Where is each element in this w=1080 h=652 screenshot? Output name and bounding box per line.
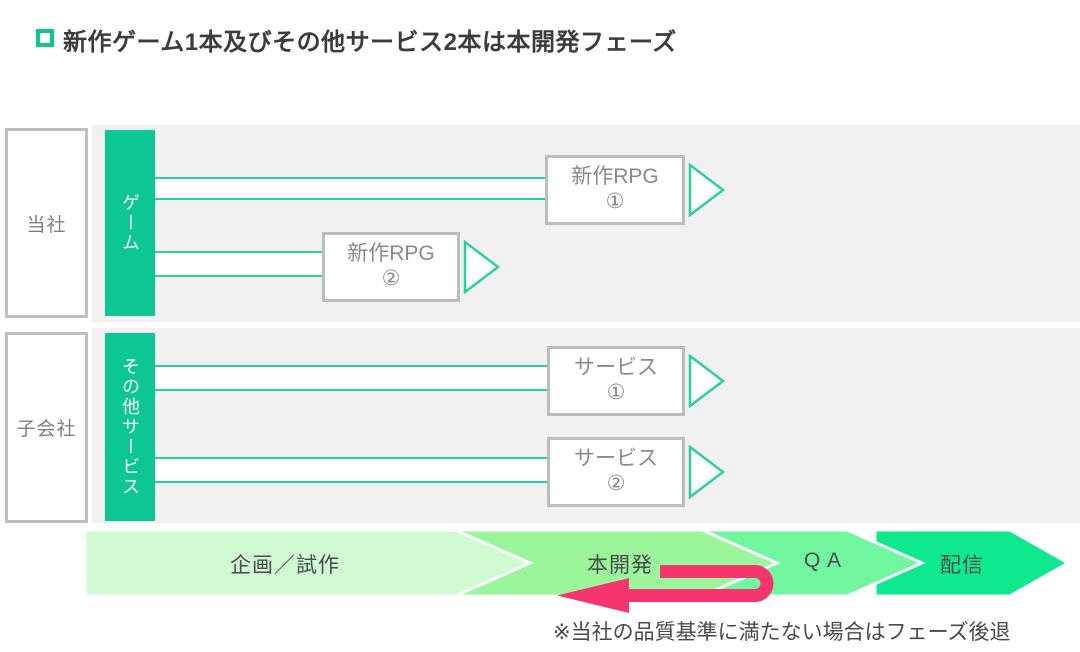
project-box-service2: サービス ② [547,437,685,507]
project-box-rpg1: 新作RPG ① [545,155,685,225]
phase-label-planning: 企画／試作 [230,554,340,577]
entity-label-company: 当社 [26,214,67,236]
phase-label-development: 本開発 [587,554,653,577]
entity-label-subsidiary: 子会社 [16,419,77,440]
forward-arrow-icon [688,163,726,217]
forward-arrowhead [463,240,501,294]
regression-arrow-body [628,565,774,602]
pipeline-track-rpg2 [155,251,322,277]
pipeline-track-rpg1 [155,177,545,200]
pipeline-track-service2 [155,457,547,483]
forward-arrow-icon [688,445,726,499]
regression-arrowhead [557,578,629,613]
project-box-service1-name: サービス [574,356,658,380]
entity-box-subsidiary: 子会社 [5,332,88,523]
category-label-game: ゲーム [120,193,140,253]
phase-label-qa: Q A [803,549,843,572]
project-box-rpg2: 新作RPG ② [322,232,460,302]
forward-arrow-icon [463,240,501,294]
category-bar-game: ゲーム [105,130,155,316]
category-bar-services: その他サービス [105,333,155,521]
title-bullet-square-icon [36,29,54,47]
project-box-service2-name: サービス [574,447,658,471]
project-box-rpg1-number: ① [605,190,625,213]
phase-chevron-planning [85,530,534,596]
forward-arrowhead [688,445,726,499]
project-box-rpg1-name: 新作RPG [571,165,659,189]
phase-regression-arrow-icon [557,565,774,613]
project-box-rpg2-name: 新作RPG [347,242,435,266]
forward-arrowhead [688,163,726,217]
pipeline-track-service1 [155,365,547,391]
phase-timeline [85,530,1070,596]
forward-arrow-icon [688,354,726,408]
phase-label-release: 配信 [940,554,984,577]
project-box-rpg2-number: ② [381,267,401,290]
forward-arrowhead [688,354,726,408]
entity-box-company: 当社 [5,128,88,318]
page-title: 新作ゲーム1本及びその他サービス2本は本開発フェーズ [63,29,677,56]
project-box-service2-number: ② [606,472,626,495]
project-box-service1: サービス ① [547,346,685,416]
project-box-service1-number: ① [606,381,626,404]
category-label-services: その他サービス [120,357,140,497]
footnote-text: ※当社の品質基準に満たない場合はフェーズ後退 [553,621,1011,644]
